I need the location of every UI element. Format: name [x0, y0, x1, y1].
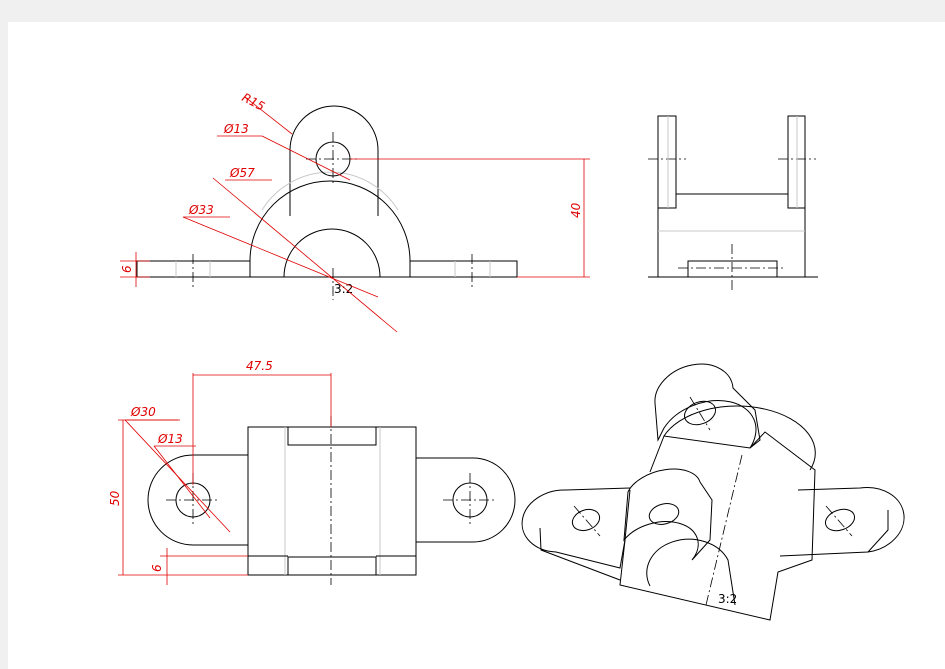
front-scale-label: 3:2	[334, 282, 353, 296]
iso-left-flange-hole	[571, 508, 601, 532]
top-body	[247, 426, 417, 576]
iso-left-hole-centerline	[573, 505, 601, 537]
top-slot-lower	[287, 556, 377, 576]
d57-leader	[212, 177, 398, 333]
iso-left-flange	[521, 487, 631, 581]
iso-right-flange	[779, 487, 905, 557]
dim-d13-top: Ø13	[157, 432, 183, 446]
front-outer-arc-hidden	[261, 171, 399, 211]
isometric-view: 3:2	[521, 363, 905, 621]
top-view	[147, 416, 516, 585]
dim-r15: R15	[240, 90, 267, 113]
front-ear	[289, 105, 379, 216]
r15-leader	[244, 96, 293, 135]
iso-scale-label: 3:2	[718, 592, 737, 606]
dim-d30: Ø30	[130, 405, 156, 419]
iso-front-arch	[646, 538, 736, 606]
front-inner-arch	[283, 228, 381, 278]
dim-height-40: 40	[569, 202, 583, 218]
d13-leader	[261, 135, 351, 181]
iso-right-hole-centerline	[825, 505, 853, 537]
top-dimensions: 47.5 Ø30 Ø13 50 6	[108, 359, 332, 585]
side-view	[648, 115, 818, 290]
dim-d13-front: Ø13	[223, 122, 249, 136]
side-base-slot	[687, 260, 778, 278]
front-view: 3:2	[136, 105, 518, 300]
iso-front-ear	[623, 468, 713, 561]
dim-thickness-6-front: 6	[120, 265, 134, 273]
top-left-ear	[147, 454, 248, 546]
dim-depth-50: 50	[108, 490, 122, 506]
iso-front-ear-hole	[648, 503, 680, 525]
drawing-sheet: 3:2 R15 Ø13 Ø57 Ø33 40 6	[8, 22, 945, 669]
iso-body	[619, 431, 816, 621]
dim-d57: Ø57	[229, 166, 255, 180]
top-right-ear	[416, 457, 516, 543]
top-slot-upper	[287, 426, 377, 446]
technical-drawing: 3:2 R15 Ø13 Ø57 Ø33 40 6	[108, 90, 905, 621]
iso-right-flange-hole	[824, 508, 856, 532]
dim-thickness-6-top: 6	[150, 564, 164, 572]
front-outline	[136, 180, 518, 278]
iso-body-top-arc	[663, 405, 816, 471]
dim-width-47-5: 47.5	[246, 359, 273, 373]
front-dimensions: R15 Ø13 Ø57 Ø33 40 6	[120, 90, 590, 333]
d13-top-leader	[153, 445, 211, 519]
d33-leader	[182, 216, 379, 298]
side-left-ear	[657, 115, 677, 209]
dim-d33: Ø33	[188, 203, 214, 217]
iso-centerline	[705, 454, 743, 606]
iso-back-ear-centerline	[689, 396, 711, 431]
